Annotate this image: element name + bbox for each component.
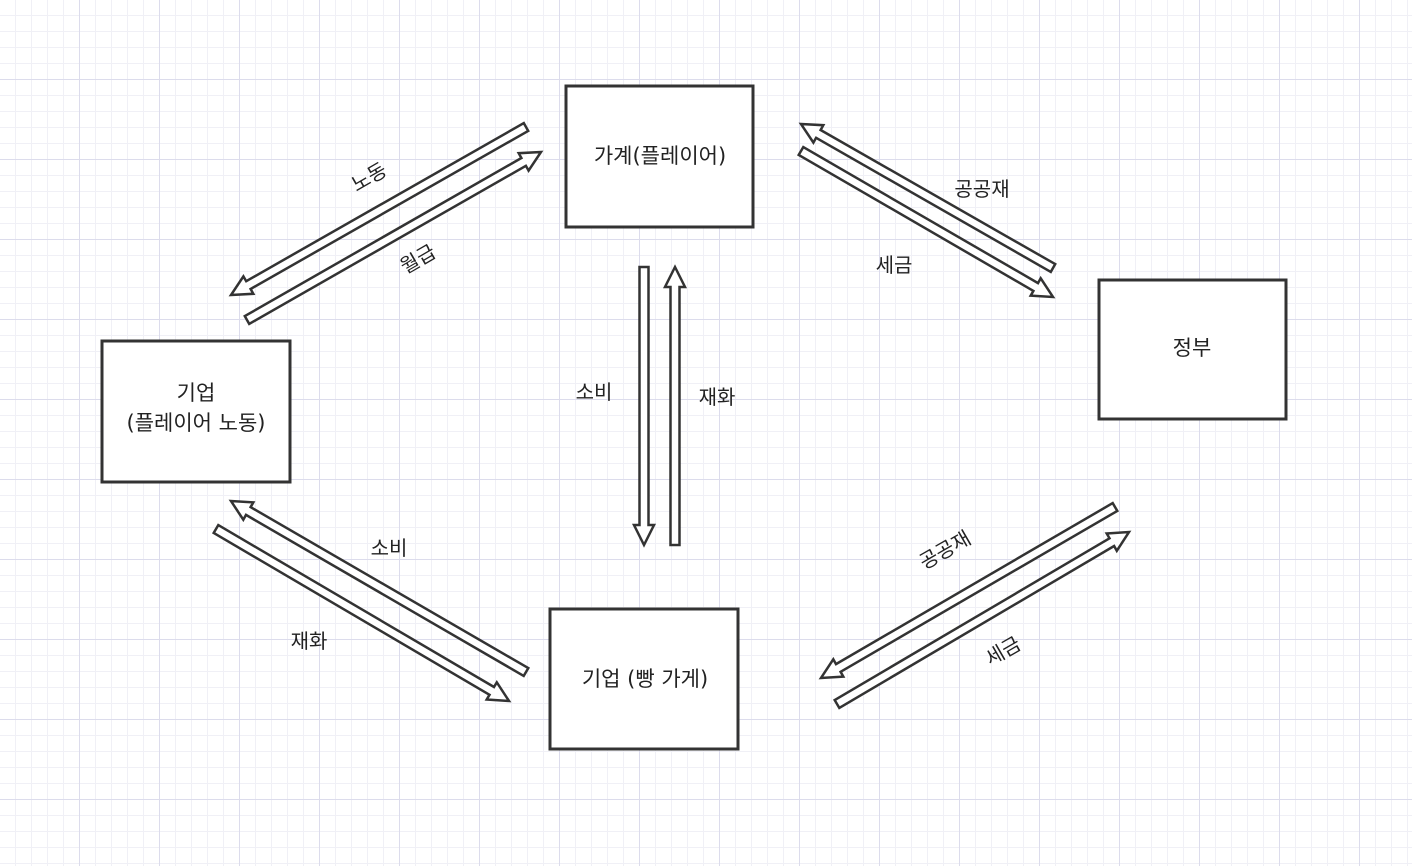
household-label: 가계(플레이어)	[594, 144, 726, 168]
goods-arrow-left	[211, 523, 512, 703]
household-node	[564, 84, 755, 229]
public-goods-arrow-bottom	[818, 501, 1120, 680]
edge-label-tax-top: 세금	[876, 253, 913, 277]
tax-arrow-bottom	[832, 530, 1132, 710]
salary-arrow	[243, 150, 544, 326]
government-label: 정부	[1173, 336, 1212, 360]
edge-label-labor: 노동	[347, 157, 391, 196]
node-labels: 가계(플레이어) 기업 (플레이어 노동) 정부 기업 (빵 가게)	[127, 144, 1212, 691]
node-boxes	[100, 84, 1288, 751]
consumption-arrow-center	[631, 265, 657, 548]
firm-bakery-label: 기업 (빵 가게)	[582, 667, 708, 691]
firm-labor-node	[100, 339, 292, 484]
consumption-arrow-left	[228, 499, 531, 678]
tax-arrow-top	[796, 145, 1056, 299]
edge-label-consumption-center: 소비	[576, 380, 613, 404]
edge-label-public-goods-top: 공공재	[954, 177, 1009, 201]
firm-labor-label-line1: 기업	[177, 381, 216, 405]
edge-label-public-goods-bottom: 공공재	[915, 526, 975, 574]
edge-label-consumption-left: 소비	[371, 536, 408, 560]
firm-labor-label-line2: (플레이어 노동)	[127, 411, 266, 435]
government-node	[1097, 278, 1288, 421]
flow-arrows	[211, 121, 1132, 710]
edge-label-goods-left: 재화	[291, 629, 328, 653]
labor-arrow	[228, 121, 530, 297]
goods-arrow-center	[662, 264, 688, 547]
firm-bakery-node	[548, 607, 740, 751]
edge-label-salary: 월급	[396, 239, 440, 278]
edge-label-tax-bottom: 세금	[981, 631, 1025, 670]
public-goods-arrow-top	[798, 122, 1057, 274]
edge-label-goods-center: 재화	[699, 385, 736, 409]
